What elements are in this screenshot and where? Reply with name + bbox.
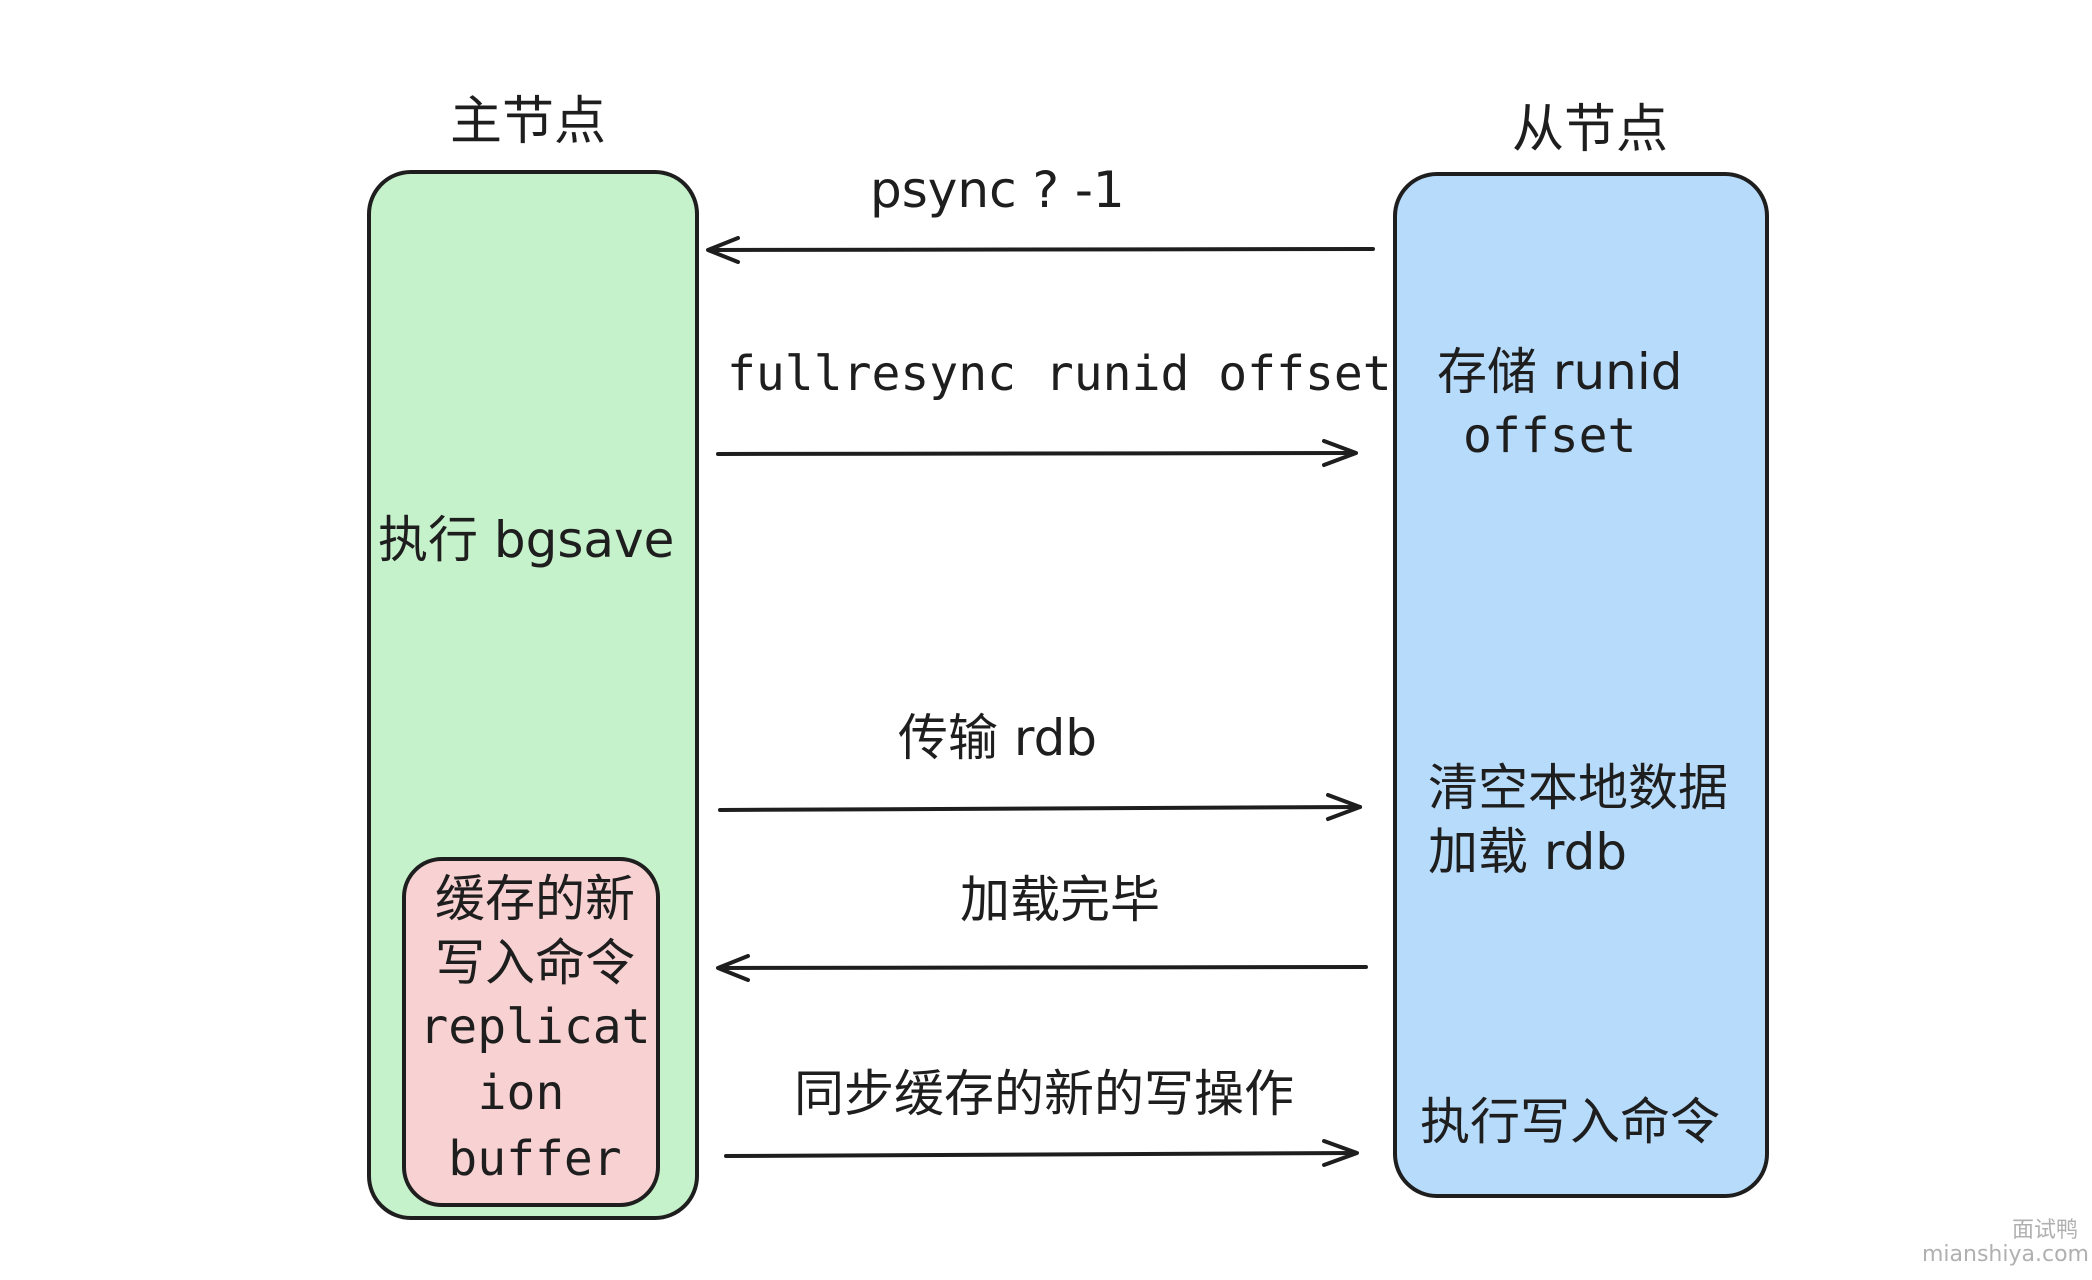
arrow-fullresync xyxy=(716,439,1358,467)
buffer-line: replicat xyxy=(419,999,651,1055)
slave-load-rdb: 加载 rdb xyxy=(1428,823,1628,881)
label-transfer-rdb: 传输 rdb xyxy=(898,709,1098,767)
slave-clear-data: 清空本地数据 xyxy=(1428,759,1728,817)
label-psync: psync ? -1 xyxy=(870,161,1125,219)
watermark-name: 面试鸭 xyxy=(2012,1218,2079,1243)
slave-node-title: 从节点 xyxy=(1512,100,1669,160)
label-sync-writes: 同步缓存的新的写操作 xyxy=(794,1065,1294,1123)
buffer-line: buffer xyxy=(448,1131,622,1187)
buffer-line: 缓存的新 xyxy=(435,870,635,928)
replication-buffer-box: 缓存的新 写入命令 replicat ion buffer xyxy=(402,857,660,1207)
arrow-psync xyxy=(706,236,1375,264)
arrow-load-complete xyxy=(716,954,1368,982)
watermark-site: mianshiya.com xyxy=(1922,1242,2089,1267)
slave-node-box xyxy=(1393,172,1769,1198)
buffer-line: 写入命令 xyxy=(435,934,635,992)
slave-execute-writes: 执行写入命令 xyxy=(1420,1093,1720,1151)
arrow-sync-writes xyxy=(724,1139,1359,1167)
buffer-line: ion xyxy=(477,1065,565,1121)
label-fullresync: fullresync runid offset xyxy=(727,346,1392,402)
arrow-transfer-rdb xyxy=(718,793,1362,821)
slave-store-offset: offset xyxy=(1463,408,1637,464)
master-node-title: 主节点 xyxy=(450,92,607,152)
label-load-complete: 加载完毕 xyxy=(960,871,1160,929)
slave-store-runid: 存储 runid xyxy=(1437,343,1683,401)
master-action-bgsave: 执行 bgsave xyxy=(378,511,675,569)
